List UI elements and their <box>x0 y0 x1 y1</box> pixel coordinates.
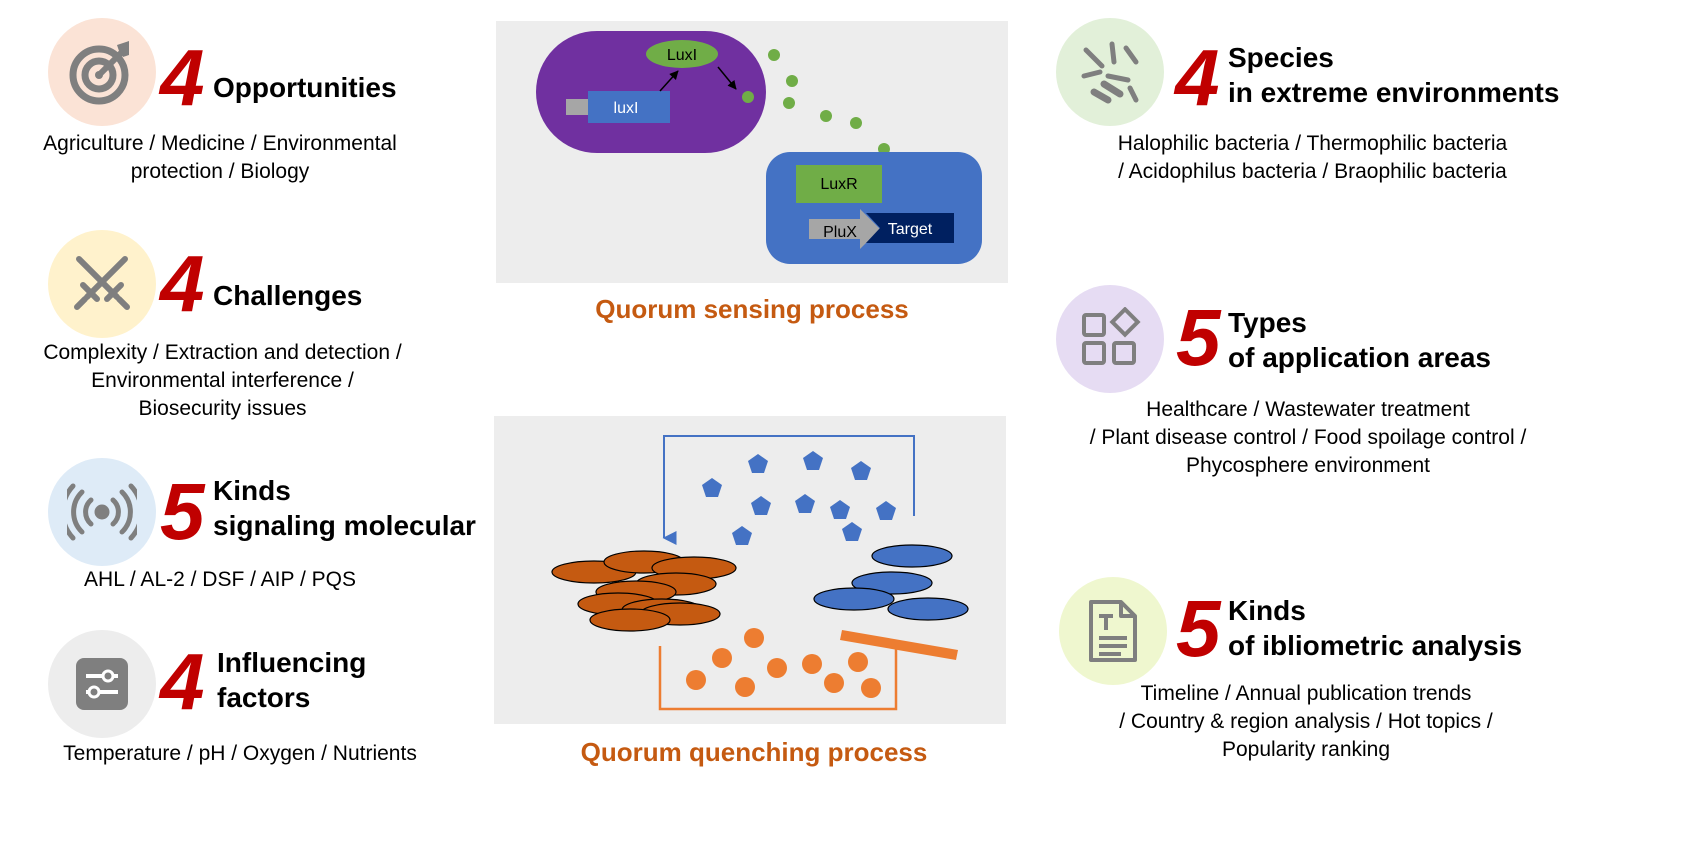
apps-icon <box>1056 285 1164 393</box>
luxI-protein-label: LuxI <box>667 47 697 64</box>
luxI-protein <box>646 40 718 68</box>
quorum-sensing-diagram: LuxI luxI LuxR PluX Target <box>536 31 982 264</box>
signaling-desc: AHL / AL-2 / DSF / AIP / PQS <box>84 568 356 591</box>
luxI-gene <box>588 91 670 123</box>
challenges-desc: Complexity / Extraction and detection / … <box>43 341 402 420</box>
feedback-loop <box>662 435 915 545</box>
signaling-title: Kinds signaling molecular <box>213 475 476 541</box>
crossed-swords-icon <box>48 230 156 338</box>
target-gene <box>866 213 954 243</box>
plux-arrow <box>809 209 880 249</box>
signal-pentagons <box>702 451 896 545</box>
plux-label: PluX <box>823 224 857 241</box>
bibliometric-desc: Timeline / Annual publication trends / C… <box>1119 682 1493 761</box>
application-desc: Healthcare / Wastewater treatment / Plan… <box>1089 398 1527 477</box>
quorum-quenching-diagram <box>551 435 969 711</box>
container <box>658 646 898 711</box>
signal-icon <box>48 458 156 566</box>
document-icon <box>1059 577 1167 685</box>
target-icon <box>48 18 156 126</box>
opportunities-number: 4 <box>160 33 205 122</box>
opportunities-desc: Agriculture / Medicine / Environmental p… <box>43 132 397 183</box>
challenges-title: Challenges <box>213 280 363 311</box>
factors-desc: Temperature / pH / Oxygen / Nutrients <box>63 742 417 765</box>
quencher-bar <box>840 630 958 660</box>
bibliometric-number: 5 <box>1176 584 1221 673</box>
factors-number: 4 <box>160 637 205 726</box>
application-number: 5 <box>1176 293 1221 382</box>
signal-molecules <box>742 49 890 169</box>
bacteria-icon <box>1056 18 1164 126</box>
application-title: Types of application areas <box>1228 307 1491 373</box>
blue-bacteria <box>813 544 969 621</box>
quorum-sensing-panel: LuxI luxI LuxR PluX Target <box>496 21 1008 283</box>
signaling-number: 5 <box>160 467 205 556</box>
luxR-label: LuxR <box>820 176 857 193</box>
species-number: 4 <box>1175 33 1220 122</box>
quorum-sensing-caption: Quorum sensing process <box>595 294 909 324</box>
factors-title: Influencing factors <box>217 647 367 713</box>
challenges-number: 4 <box>160 239 205 328</box>
quorum-quenching-panel <box>494 416 1006 724</box>
bibliometric-title: Kinds of ibliometric analysis <box>1228 595 1523 661</box>
species-title: Species in extreme environments <box>1228 42 1560 108</box>
degraded-signals <box>686 628 881 698</box>
luxI-gene-label: luxI <box>614 100 639 117</box>
luxR-protein <box>796 165 882 203</box>
target-label: Target <box>888 221 933 238</box>
species-desc: Halophilic bacteria / Thermophilic bacte… <box>1117 132 1508 183</box>
orange-bacteria <box>551 550 737 632</box>
sliders-icon <box>48 630 156 738</box>
opportunities-title: Opportunities <box>213 72 397 103</box>
quorum-quenching-caption: Quorum quenching process <box>580 737 928 767</box>
